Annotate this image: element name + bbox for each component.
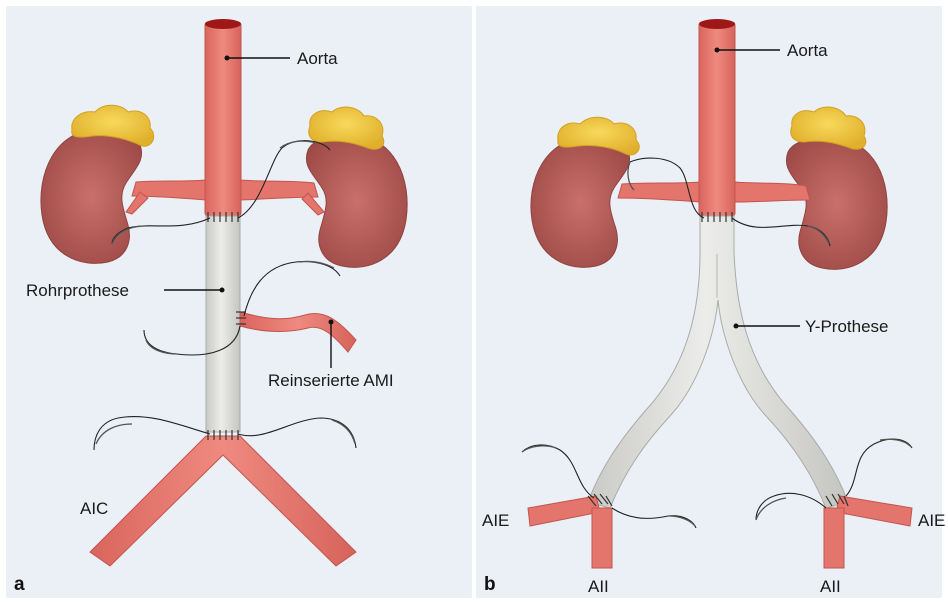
aii-left-label: AII <box>588 577 609 596</box>
aorta-b-lumen <box>699 19 735 29</box>
aorta-b-leader-dot <box>715 48 720 53</box>
aorta-a <box>205 22 241 216</box>
ima-label: Reinserierte AMI <box>268 371 394 390</box>
aorta-b-label: Aorta <box>787 41 828 60</box>
aic-label: AIC <box>80 499 108 518</box>
right-renal-artery-b <box>734 182 810 202</box>
tube-graft-leader-dot <box>220 288 225 293</box>
tube-graft-label: Rohrprothese <box>26 281 129 300</box>
aie-right-label: AIE <box>918 511 945 530</box>
panel-a-letter: a <box>14 574 25 595</box>
aorta-a-leader-dot <box>225 56 230 61</box>
aorta-a-label: Aorta <box>297 49 338 68</box>
left-internal-iliac <box>592 508 612 568</box>
aie-left-label: AIE <box>482 511 509 530</box>
ima-leader-dot <box>329 320 334 325</box>
panel-b-letter: b <box>484 574 496 595</box>
aii-right-label: AII <box>820 577 841 596</box>
aorta-a-lumen <box>205 19 241 29</box>
tube-graft <box>206 216 240 432</box>
y-graft-leader-dot <box>734 324 739 329</box>
right-internal-iliac <box>824 508 844 568</box>
y-graft-label: Y-Prothese <box>805 317 888 336</box>
